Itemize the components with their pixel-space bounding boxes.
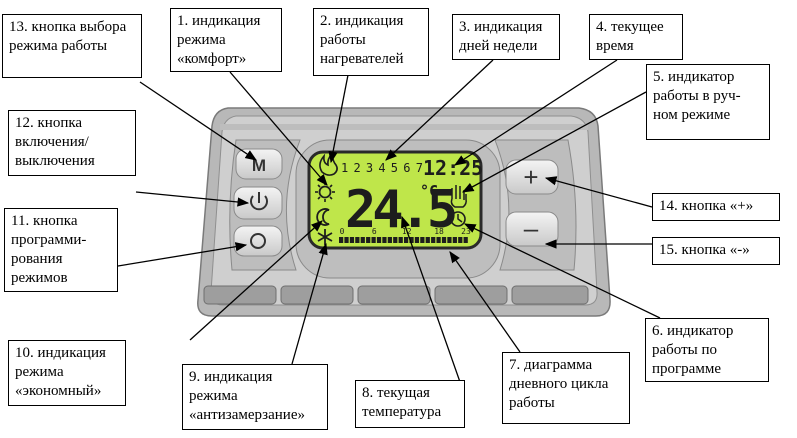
hand-icon bbox=[450, 185, 467, 208]
program-button[interactable] bbox=[233, 225, 283, 257]
cycle-segment bbox=[382, 237, 387, 243]
cycle-segment bbox=[360, 237, 365, 243]
cycle-segment bbox=[420, 237, 425, 243]
callout-10-economy-mode: 10. индикация режима «экономный» bbox=[8, 340, 126, 406]
arrow-c10 bbox=[189, 220, 323, 341]
cycle-segment bbox=[431, 237, 436, 243]
mode-button[interactable]: M bbox=[235, 148, 283, 180]
power-icon bbox=[250, 192, 268, 211]
cycle-segment bbox=[344, 237, 349, 243]
cycle-segment bbox=[376, 237, 382, 243]
callout-4-current-time: 4. текущее время bbox=[589, 14, 683, 60]
plus-button-label: + bbox=[523, 162, 538, 192]
cycle-segment bbox=[339, 237, 344, 243]
cycle-segment bbox=[404, 237, 409, 243]
minus-button-label: – bbox=[524, 213, 539, 243]
callout-1-comfort-mode: 1. индикация режима «комфорт» bbox=[170, 8, 282, 72]
cycle-segment bbox=[458, 237, 463, 243]
leader-arrows bbox=[117, 59, 661, 383]
cycle-segment bbox=[387, 237, 392, 243]
arrow-c11 bbox=[117, 242, 248, 267]
arrow-c4 bbox=[454, 59, 618, 166]
callout-5-manual-mode: 5. индикатор работы в руч-ном режиме bbox=[646, 64, 770, 140]
callout-6-program-mode: 6. индикатор работы по программе bbox=[645, 318, 769, 382]
callout-14-plus-button: 14. кнопка «+» bbox=[652, 193, 780, 221]
hour-mark-0: 0 bbox=[340, 227, 345, 236]
callout-9-antifreeze-mode: 9. индикация режима «антизамерзание» bbox=[182, 364, 328, 430]
arrow-c9 bbox=[291, 242, 328, 365]
cycle-segment bbox=[409, 237, 414, 243]
cycle-segment bbox=[398, 237, 403, 243]
cycle-segment bbox=[436, 237, 441, 243]
arrow-c6 bbox=[463, 223, 661, 319]
callout-11-program-button: 11. кнопка программи-рования режимов bbox=[4, 208, 118, 292]
callout-2-heater-indication: 2. индикация работы нагревателей bbox=[313, 8, 429, 76]
cycle-segment bbox=[393, 237, 398, 243]
arrow-c1 bbox=[229, 71, 328, 186]
cycle-segment bbox=[414, 237, 420, 243]
daily-cycle-diagram bbox=[339, 237, 468, 243]
bottom-bar-segments bbox=[203, 285, 589, 305]
arrow-c7 bbox=[449, 251, 521, 353]
hour-mark-23: 23 bbox=[461, 227, 471, 236]
callout-13-mode-button: 13. кнопка выбора режима работы bbox=[2, 14, 142, 78]
arrow-c5 bbox=[461, 91, 647, 193]
callout-12-power-button: 12. кнопка включения/ выключения bbox=[8, 110, 136, 176]
current-temperature: 24.5 bbox=[345, 180, 455, 240]
callout-7-daily-cycle: 7. диаграмма дневного цикла работы bbox=[502, 352, 630, 424]
arrow-c14 bbox=[544, 176, 653, 208]
cycle-segment bbox=[366, 237, 371, 243]
clock-icon bbox=[450, 211, 466, 227]
hour-mark-18: 18 bbox=[434, 227, 444, 236]
circle-icon bbox=[250, 233, 266, 249]
cycle-segment bbox=[371, 237, 376, 243]
cycle-segment bbox=[355, 237, 360, 243]
cycle-segment bbox=[425, 237, 430, 243]
cycle-segment bbox=[463, 237, 468, 243]
power-button[interactable] bbox=[233, 186, 283, 220]
degree-unit: °C bbox=[420, 182, 438, 200]
arrow-c2 bbox=[328, 74, 349, 164]
cycle-segment bbox=[447, 237, 452, 243]
mode-button-label: M bbox=[252, 156, 266, 175]
minus-button[interactable]: – bbox=[505, 211, 559, 247]
cycle-segment bbox=[452, 237, 457, 243]
callout-3-weekdays: 3. индикация дней недели bbox=[452, 14, 560, 60]
callout-15-minus-button: 15. кнопка «-» bbox=[652, 237, 780, 265]
callout-8-current-temperature: 8. текущая температура bbox=[355, 380, 465, 428]
sun-icon bbox=[315, 182, 335, 202]
snowflake-icon bbox=[317, 229, 333, 245]
arrow-c12 bbox=[135, 191, 250, 207]
moon-icon bbox=[316, 208, 330, 226]
current-time: 12:25 bbox=[423, 156, 483, 180]
plus-button[interactable]: + bbox=[505, 159, 559, 195]
arrow-c8 bbox=[401, 215, 461, 383]
arrow-c3 bbox=[385, 59, 494, 161]
hour-mark-6: 6 bbox=[372, 227, 377, 236]
arrow-c13 bbox=[139, 81, 257, 161]
cycle-segment bbox=[349, 237, 355, 243]
cycle-segment bbox=[441, 237, 447, 243]
weekday-indicator: 1 2 3 4 5 6 7 bbox=[341, 161, 423, 175]
